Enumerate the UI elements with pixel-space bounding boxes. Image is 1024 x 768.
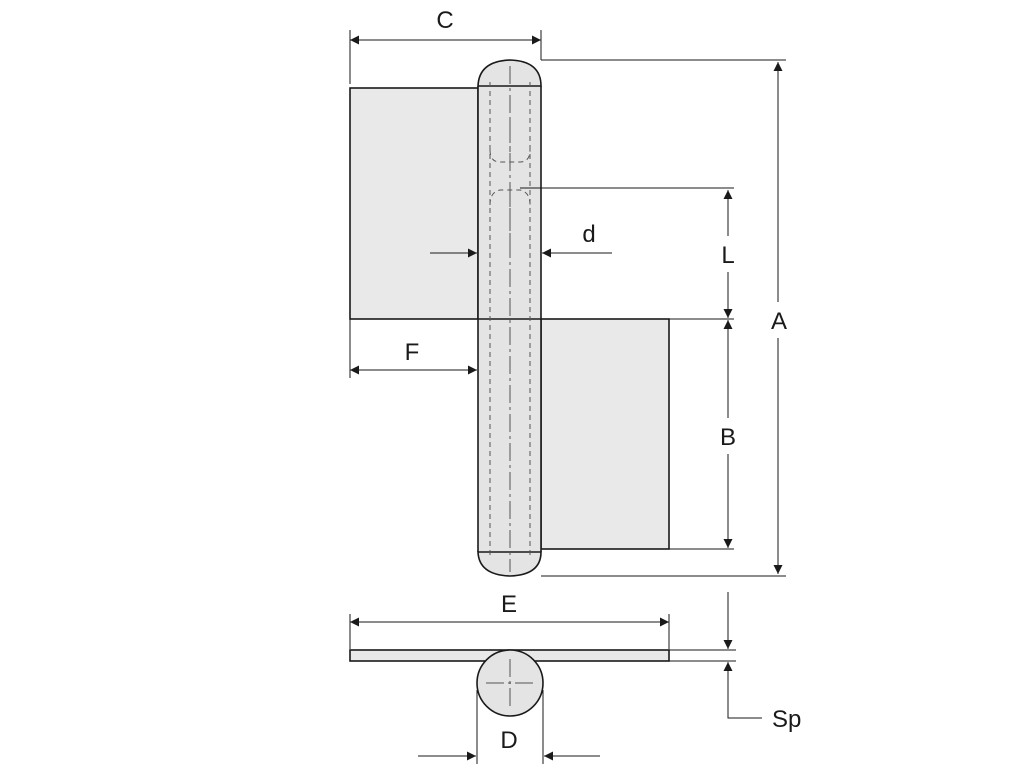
upper-leaf [349, 87, 479, 320]
label-e: E [501, 591, 517, 618]
label-b: B [720, 424, 736, 451]
label-c: C [436, 7, 453, 34]
hinge-plan-view [349, 649, 670, 717]
label-a: A [771, 308, 787, 335]
dimension-e: E [349, 591, 670, 649]
dimension-a: A [541, 59, 794, 577]
dimension-b: B [669, 320, 742, 550]
label-f: F [405, 339, 420, 366]
label-l: L [721, 242, 734, 269]
label-d-large: D [500, 727, 517, 754]
dimension-l: L [520, 187, 742, 320]
dimension-d-large: D [418, 690, 600, 764]
lower-leaf [540, 318, 670, 550]
hinge-front-view [349, 59, 670, 577]
dimension-f: F [349, 319, 477, 378]
dimension-d-small: d [430, 221, 612, 258]
label-d-small: d [582, 221, 595, 248]
label-sp: Sp [772, 706, 801, 733]
dimension-sp: Sp [669, 592, 801, 733]
dimension-c: C [349, 7, 542, 84]
